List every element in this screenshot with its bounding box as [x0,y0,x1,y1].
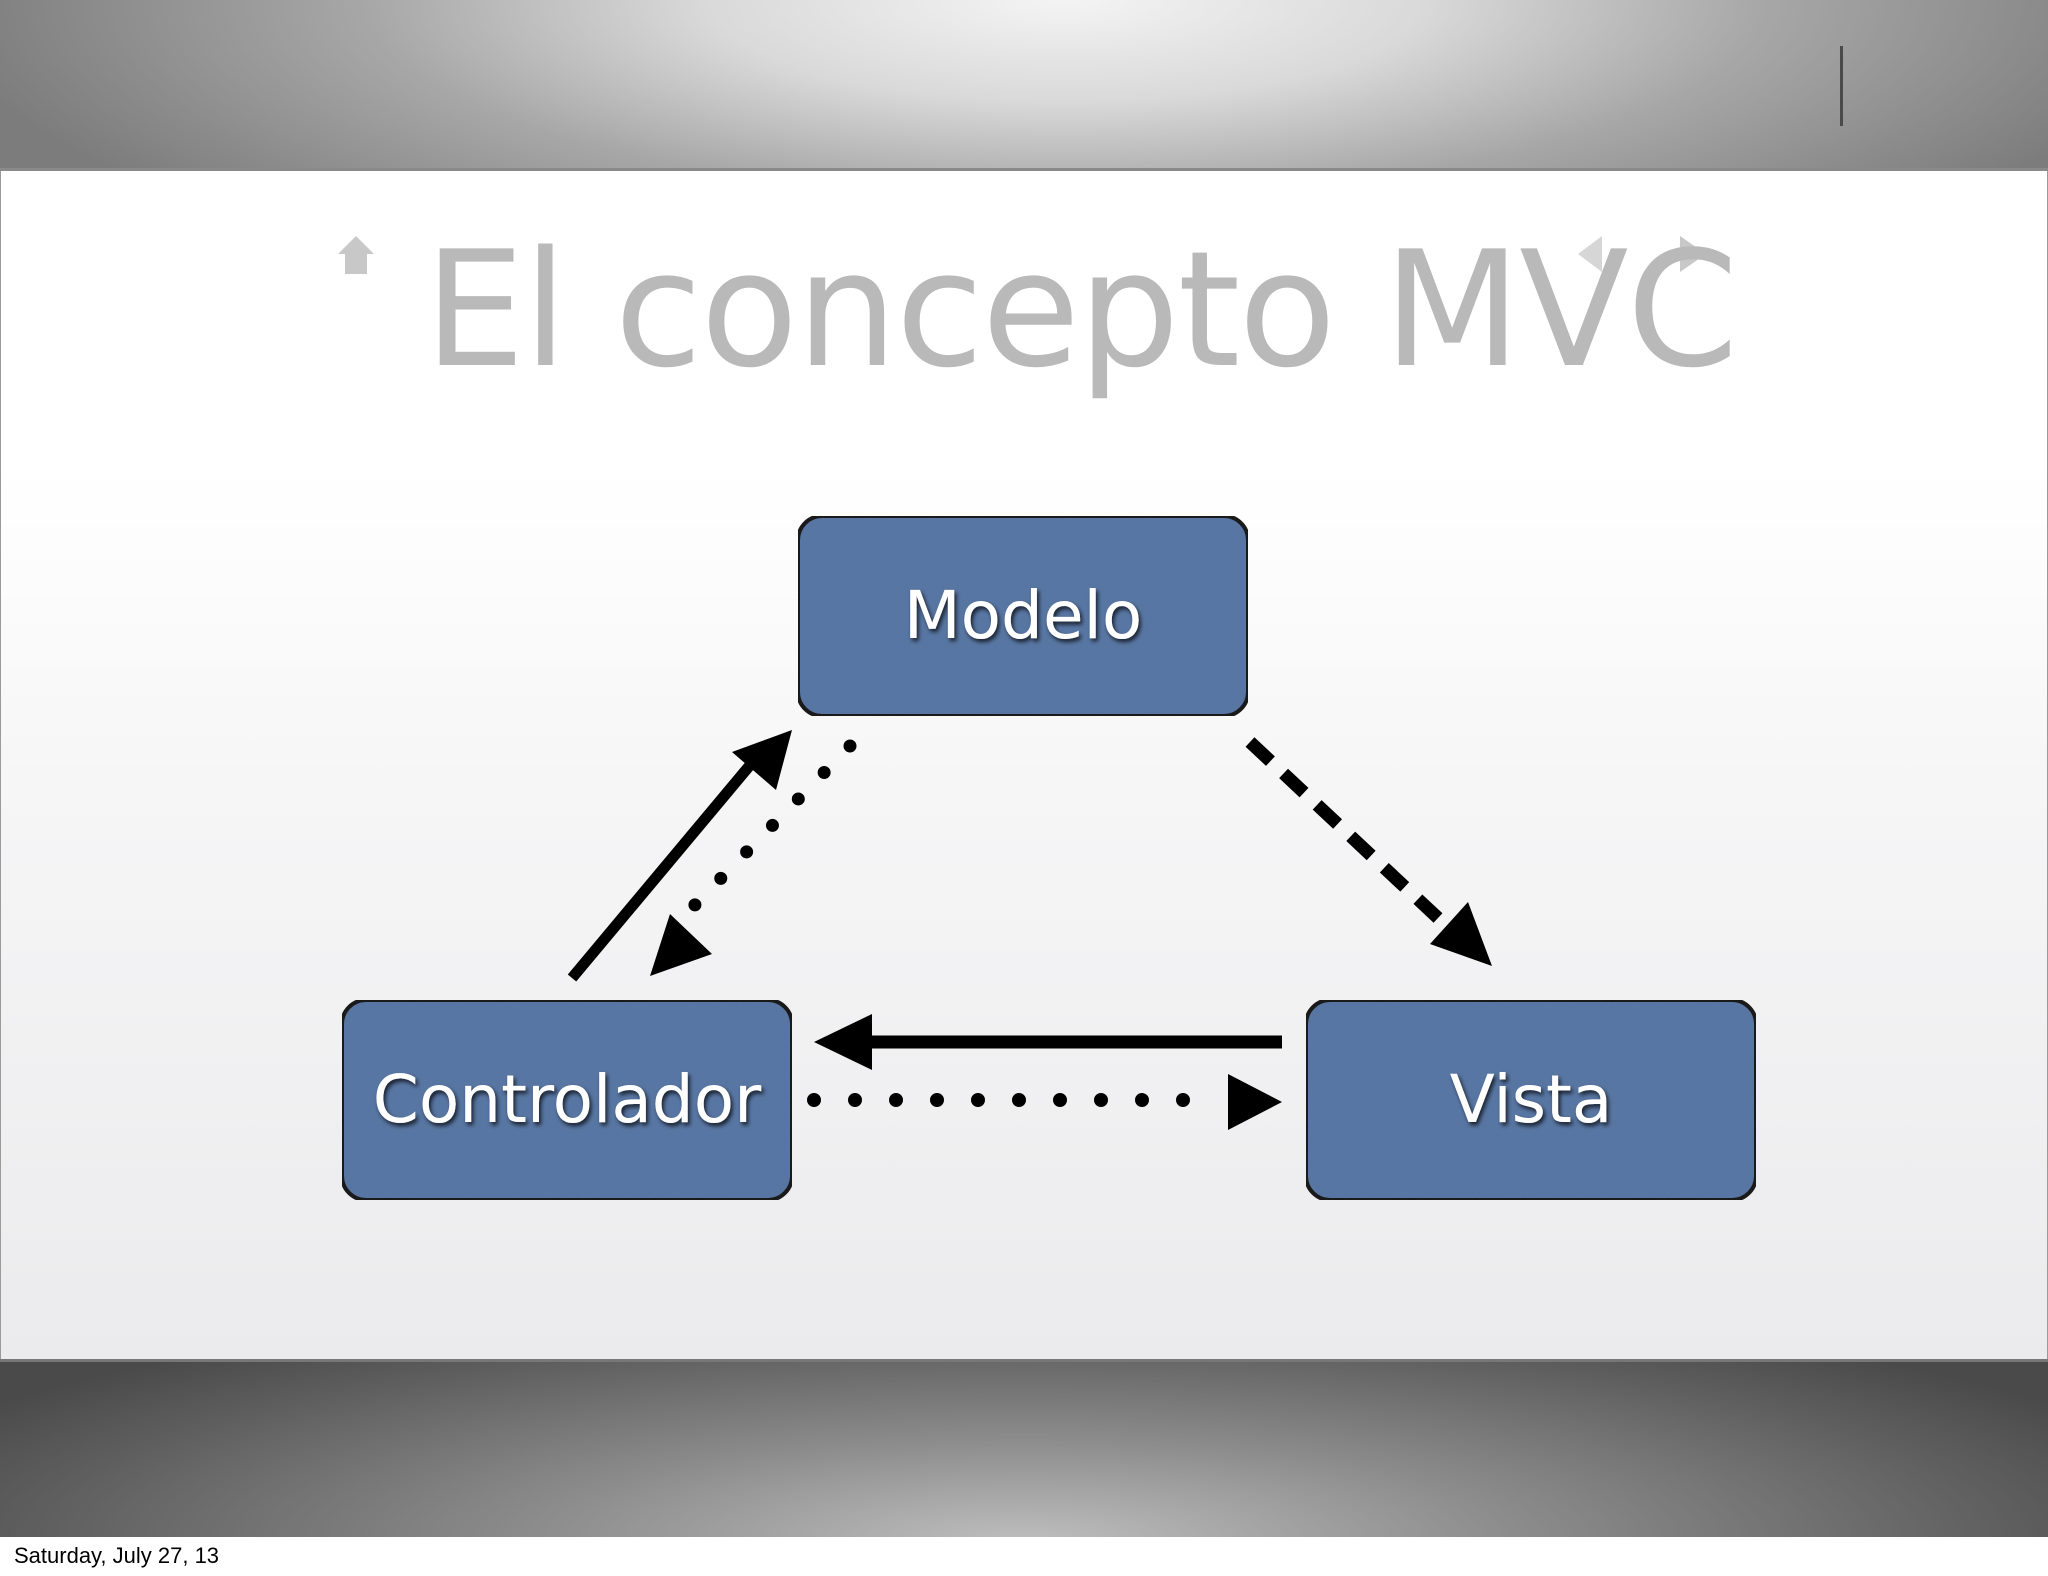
node-controlador-label: Controlador [373,1061,762,1138]
arrowhead [650,914,712,976]
edge-vista-to-controlador [814,1014,1282,1070]
edge-modelo-to-vista [1245,737,1492,966]
slide: El concepto MVC [0,0,2048,1537]
slide-bottom-bar [0,1359,2048,1537]
edge-modelo-to-controlador [650,739,857,976]
arrowhead [814,1014,872,1070]
previous-arrow-icon[interactable] [1572,232,1606,276]
top-bar-divider [1840,46,1843,126]
mvc-diagram: Modelo Controlador Vista [340,514,1758,1202]
arrowhead [1430,902,1492,966]
node-vista-label: Vista [1450,1061,1613,1138]
node-controlador: Controlador [340,998,794,1202]
next-arrow-icon[interactable] [1676,232,1710,276]
slide-top-bar [0,0,2048,171]
edge-controlador-to-modelo [567,730,792,982]
node-vista: Vista [1304,998,1758,1202]
home-icon[interactable] [334,232,378,280]
node-modelo: Modelo [796,514,1250,718]
slide-title: El concepto MVC [424,216,1738,403]
arrowhead [1228,1074,1282,1130]
footer-date: Saturday, July 27, 13 [14,1543,220,1568]
edge-controlador-to-vista [807,1074,1282,1130]
node-modelo-label: Modelo [904,577,1143,654]
arrowhead [732,730,792,790]
